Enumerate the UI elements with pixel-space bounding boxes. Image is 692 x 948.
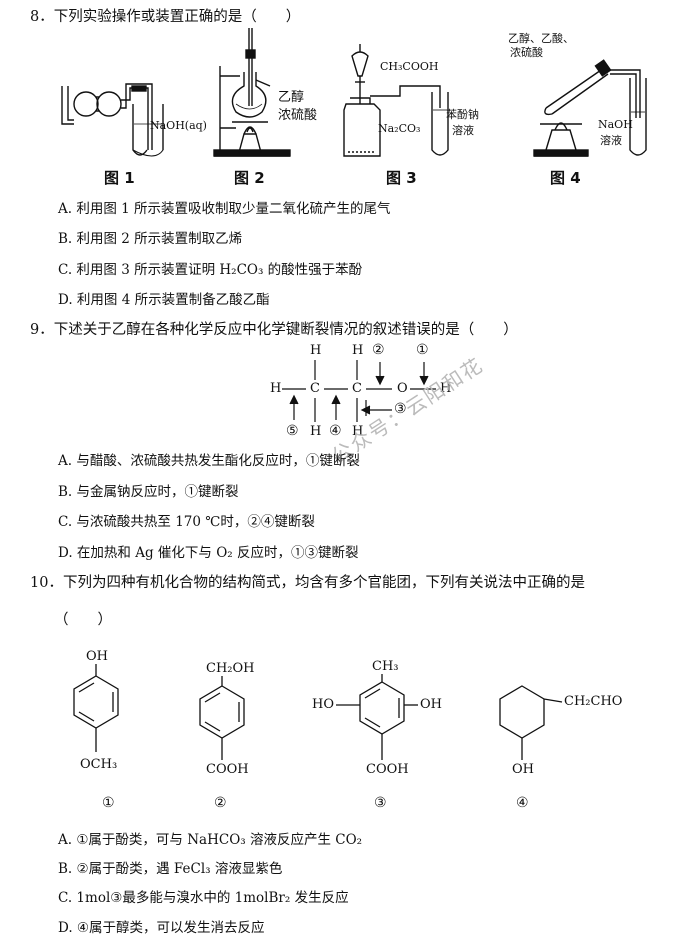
s3-oh: OH	[420, 697, 442, 712]
q10-stem: 10．下列为四种有机化合物的结构简式，均含有多个官能团，下列有关说法中正确的是	[30, 575, 585, 591]
q8-option-a: A. 利用图 1 所示装置吸收制取少量二氧化硫产生的尾气	[58, 201, 391, 217]
s2-ch2oh: CH₂OH	[206, 661, 255, 676]
q8-stem: 8．下列实验操作或装置正确的是（ ）	[30, 9, 301, 25]
bond-3-marker: ③	[394, 401, 407, 417]
fig4-top-label-1: 乙醇、乙酸、	[508, 32, 574, 45]
fig4-top-label-2: 浓硫酸	[510, 46, 543, 59]
compound-2-number: ②	[214, 795, 227, 811]
s2-cooh: COOH	[206, 762, 249, 777]
atom-h-right: H	[440, 381, 452, 396]
s3-ho: HO	[312, 697, 334, 712]
bond-2-marker: ②	[372, 342, 385, 358]
atom-h-top1: H	[310, 343, 322, 358]
atom-h-left: H	[270, 381, 282, 396]
atom-c1: C	[310, 381, 320, 396]
phenoxide-label-2: 溶液	[452, 124, 474, 137]
ch3cooh-label: CH₃COOH	[380, 60, 439, 73]
q9-option-a: A. 与醋酸、浓硫酸共热发生酯化反应时，①键断裂	[58, 453, 360, 469]
s4-oh: OH	[512, 762, 534, 777]
atom-h-top2: H	[352, 343, 364, 358]
compound-1-number: ①	[102, 795, 115, 811]
atom-o: O	[397, 381, 408, 396]
q10-option-b: B. ②属于酚类，遇 FeCl₃ 溶液显紫色	[58, 861, 283, 877]
bond-1-marker: ①	[416, 342, 429, 358]
s4-ch2cho: CH₂CHO	[564, 694, 623, 709]
q9-option-b: B. 与金属钠反应时，①键断裂	[58, 484, 239, 500]
q8-option-c: C. 利用图 3 所示装置证明 H₂CO₃ 的酸性强于苯酚	[58, 262, 363, 278]
q8-option-d: D. 利用图 4 所示装置制备乙酸乙酯	[58, 292, 270, 308]
bond-5-marker: ⑤	[286, 423, 299, 439]
q8-option-b: B. 利用图 2 所示装置制取乙烯	[58, 231, 243, 247]
q9-stem: 9．下述关于乙醇在各种化学反应中化学键断裂情况的叙述错误的是（ ）	[30, 322, 518, 338]
phenoxide-label-1: 苯酚钠	[446, 108, 479, 121]
caption-fig4: 图 4	[550, 169, 581, 187]
s1-och3: OCH₃	[80, 757, 118, 772]
ethanol-label: 乙醇	[278, 90, 305, 105]
s3-cooh: COOH	[366, 762, 409, 777]
q10-option-c: C. 1mol③最多能与溴水中的 1molBr₂ 发生反应	[58, 890, 349, 906]
atom-h-bot2: H	[352, 424, 364, 439]
q9-option-c: C. 与浓硫酸共热至 170 ℃时，②④键断裂	[58, 514, 315, 530]
bond-4-marker: ④	[329, 423, 342, 439]
q9-option-d: D. 在加热和 Ag 催化下与 O₂ 反应时，①③键断裂	[58, 545, 359, 561]
naoh-label: NaOH(aq)	[150, 119, 207, 132]
conc-h2so4-label: 浓硫酸	[278, 108, 318, 123]
s3-ch3: CH₃	[372, 659, 399, 674]
caption-fig3: 图 3	[386, 169, 417, 187]
q10-paren: （ ）	[54, 612, 112, 628]
naoh2-label: NaOH	[598, 118, 633, 131]
na2co3-label: Na₂CO₃	[378, 122, 421, 135]
naoh2-label-2: 溶液	[600, 134, 622, 147]
atom-c2: C	[352, 381, 362, 396]
caption-fig1: 图 1	[104, 169, 135, 187]
q10-option-d: D. ④属于醇类，可以发生消去反应	[58, 920, 265, 936]
caption-fig2: 图 2	[234, 169, 265, 187]
compound-3-number: ③	[374, 795, 387, 811]
q10-option-a: A. ①属于酚类，可与 NaHCO₃ 溶液反应产生 CO₂	[58, 832, 363, 848]
s1-oh: OH	[86, 649, 108, 664]
atom-h-bot1: H	[310, 424, 322, 439]
compound-4-number: ④	[516, 795, 529, 811]
